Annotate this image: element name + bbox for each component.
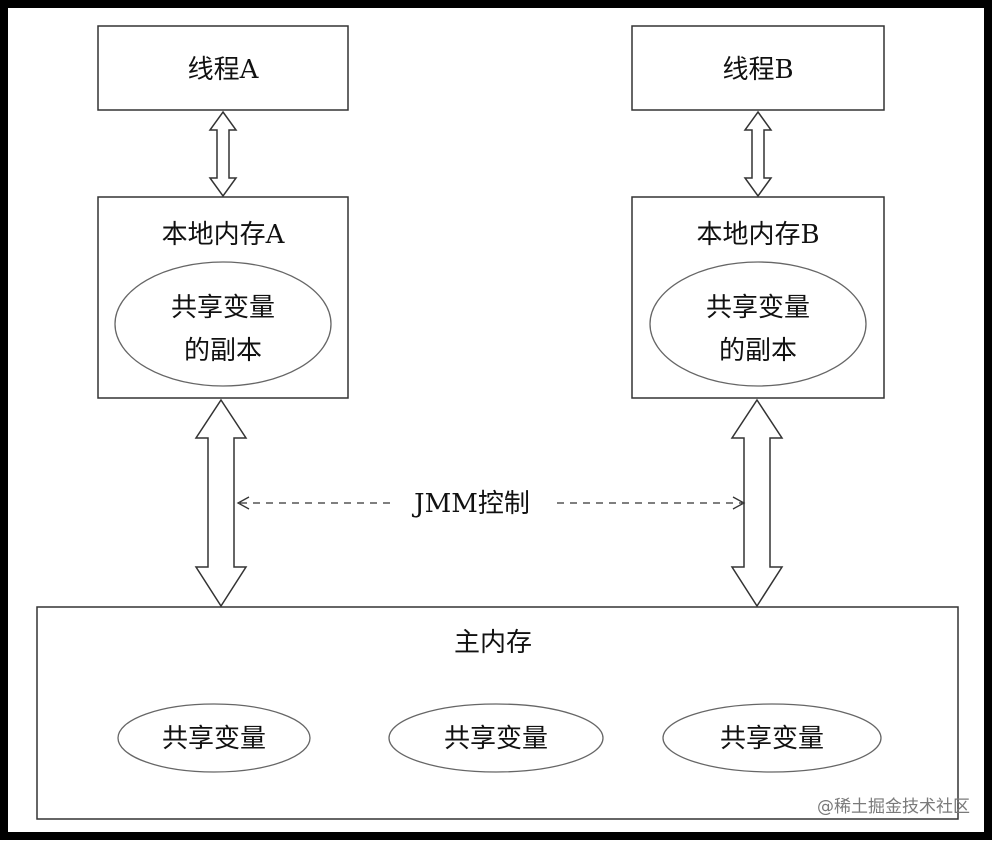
local-copy-b-ellipse bbox=[649, 261, 867, 387]
thread-a-label: 线程A bbox=[188, 55, 260, 85]
local-memory-a-label: 本地内存A bbox=[162, 220, 286, 250]
local-copy-b-line1: 共享变量 bbox=[706, 293, 810, 323]
local-copy-a-ellipse bbox=[114, 261, 332, 387]
local-copy-a-line2: 的副本 bbox=[184, 336, 262, 366]
shared-var-label-1: 共享变量 bbox=[162, 724, 266, 754]
local-b-main-arrow bbox=[730, 398, 784, 608]
local-memory-a-node: 本地内存A 共享变量 的副本 bbox=[97, 196, 349, 399]
local-memory-b-label: 本地内存B bbox=[696, 220, 819, 250]
jmm-arrowhead-left bbox=[236, 496, 250, 510]
shared-var-ellipse-1 bbox=[117, 703, 311, 773]
watermark-text: @稀土掘金技术社区 bbox=[817, 797, 970, 817]
local-memory-b-node: 本地内存B 共享变量 的副本 bbox=[631, 196, 885, 399]
local-copy-a-line1: 共享变量 bbox=[171, 293, 275, 323]
thread-b-label: 线程B bbox=[722, 55, 793, 85]
thread-a-box bbox=[97, 25, 349, 111]
thread-a-node: 线程A bbox=[97, 25, 349, 111]
shared-var-label-3: 共享变量 bbox=[720, 724, 824, 754]
local-a-main-arrow bbox=[194, 398, 248, 608]
shared-var-ellipse-2 bbox=[388, 703, 604, 773]
local-copy-b-line2: 的副本 bbox=[719, 336, 797, 366]
thread-b-node: 线程B bbox=[631, 25, 885, 111]
thread-b-local-arrow bbox=[743, 110, 773, 198]
main-memory-node: 主内存 共享变量 共享变量 共享变量 bbox=[36, 606, 959, 820]
thread-a-local-arrow bbox=[208, 110, 238, 198]
jmm-arrowhead-right bbox=[732, 496, 746, 510]
shared-var-ellipse-3 bbox=[662, 703, 882, 773]
shared-var-label-2: 共享变量 bbox=[444, 724, 548, 754]
jmm-control-label: JMM控制 bbox=[411, 489, 530, 519]
main-memory-label: 主内存 bbox=[454, 628, 532, 658]
thread-b-box bbox=[631, 25, 885, 111]
jmm-control-connector: JMM控制 bbox=[236, 489, 746, 519]
